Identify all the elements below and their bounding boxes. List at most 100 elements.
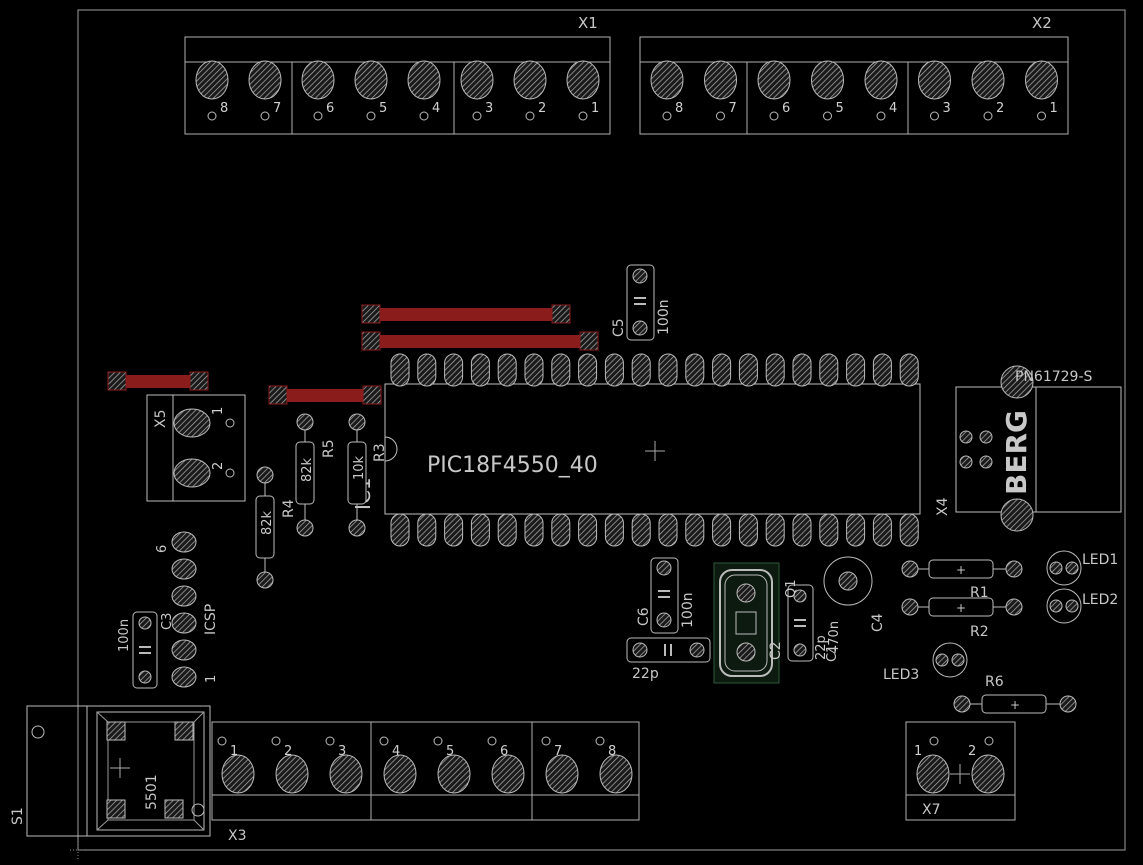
resistor-r2: + R2 bbox=[901, 597, 1023, 640]
ic-pin bbox=[497, 513, 517, 547]
screw-terminal bbox=[1025, 60, 1058, 100]
ic-pin bbox=[470, 353, 490, 387]
ic-pin bbox=[390, 513, 410, 547]
x4-label: X4 bbox=[935, 497, 951, 516]
pin-hole bbox=[433, 736, 443, 746]
ic-pin bbox=[899, 513, 919, 547]
pin-hole bbox=[1037, 111, 1046, 121]
ic-pin bbox=[390, 353, 410, 387]
ic-pin bbox=[524, 513, 544, 547]
screw-terminal bbox=[864, 60, 898, 100]
screw-terminal bbox=[221, 754, 255, 794]
x5-pin-1: 1 bbox=[211, 407, 226, 415]
pin-hole bbox=[217, 736, 227, 746]
crystal-c2: C2 bbox=[713, 562, 784, 684]
ic-pin bbox=[846, 513, 866, 547]
x2-pin-number: 4 bbox=[889, 101, 897, 116]
pin-hole bbox=[541, 736, 551, 746]
screw-terminal bbox=[329, 754, 363, 794]
x3-pin-number: 2 bbox=[284, 744, 292, 759]
ic-pin bbox=[712, 353, 732, 387]
screw-terminal bbox=[650, 60, 684, 100]
copper-traces bbox=[114, 308, 591, 402]
ic-pin bbox=[738, 353, 758, 387]
r2-plus: + bbox=[956, 601, 966, 615]
resistor-r3: 10k R3 bbox=[347, 413, 388, 537]
icsp-header: ICSP 6 1 C3 bbox=[155, 531, 219, 688]
screw-terminal bbox=[757, 60, 791, 100]
screw-terminal bbox=[460, 60, 494, 100]
icsp-pin bbox=[171, 558, 197, 580]
pin-hole bbox=[716, 111, 725, 121]
icsp-pin-1: 1 bbox=[204, 675, 219, 683]
pin-hole bbox=[325, 736, 335, 746]
resistor-r6: + R6 bbox=[953, 674, 1077, 714]
x1-pin-number: 4 bbox=[432, 101, 440, 116]
board-outline bbox=[77, 9, 1126, 851]
ic-pin bbox=[417, 513, 437, 547]
r5-label: R5 bbox=[321, 439, 337, 458]
x2-pin-number: 3 bbox=[943, 101, 951, 116]
pin-hole bbox=[525, 111, 535, 121]
c1-label: C1 bbox=[825, 645, 840, 662]
x2-pin-number: 7 bbox=[729, 101, 737, 116]
icsp-pin bbox=[171, 612, 197, 634]
icsp-pin bbox=[171, 639, 197, 661]
ic-pin bbox=[846, 353, 866, 387]
ic-pin bbox=[470, 513, 490, 547]
x2-pin-number: 5 bbox=[836, 101, 844, 116]
c1-value: 22p bbox=[814, 635, 829, 660]
x1-pin-number: 3 bbox=[485, 101, 493, 116]
pin-hole bbox=[419, 111, 429, 121]
x1-pin-number: 8 bbox=[220, 101, 228, 116]
ic-pin bbox=[497, 353, 517, 387]
x3-pin-number: 7 bbox=[554, 744, 562, 759]
ic-pin bbox=[872, 513, 892, 547]
screw-terminal bbox=[407, 60, 441, 100]
r1-plus: + bbox=[956, 563, 966, 577]
x3-pin-number: 4 bbox=[392, 744, 400, 759]
x1-pin-number: 6 bbox=[326, 101, 334, 116]
icsp-label: ICSP bbox=[203, 604, 219, 635]
x7-pin-2: 2 bbox=[968, 744, 976, 759]
ic-pin bbox=[819, 353, 839, 387]
usb-connector-x4: BERG PN61729-S X4 bbox=[935, 365, 1122, 532]
x1-pin-number: 7 bbox=[273, 101, 281, 116]
pin-hole bbox=[662, 111, 672, 121]
x1-pin-number: 2 bbox=[538, 101, 546, 116]
ic-pin bbox=[631, 513, 651, 547]
berg-logo-text: BERG bbox=[1000, 410, 1033, 495]
pin-hole bbox=[930, 111, 939, 121]
pin-hole bbox=[595, 736, 605, 746]
x3-label: X3 bbox=[228, 828, 247, 844]
c6-label: C6 bbox=[636, 607, 652, 626]
screw-terminal bbox=[704, 60, 737, 100]
ic-pin bbox=[658, 513, 678, 547]
led1-label: LED1 bbox=[1082, 552, 1118, 568]
screw-terminal bbox=[566, 60, 600, 100]
icsp-pin bbox=[171, 531, 197, 553]
x1-pin-number: 5 bbox=[379, 101, 387, 116]
ic-pin bbox=[765, 353, 785, 387]
led3-label: LED3 bbox=[883, 667, 919, 683]
ic-pin bbox=[524, 353, 544, 387]
ic-pic18f4550: PIC18F4550_40 IC1 bbox=[351, 353, 921, 547]
ic-pin bbox=[738, 513, 758, 547]
ic-pin bbox=[712, 513, 732, 547]
ic-pin bbox=[792, 513, 812, 547]
c5-value: 100n bbox=[656, 299, 672, 335]
pin-hole bbox=[487, 736, 497, 746]
pin-hole bbox=[260, 111, 270, 121]
x2-label: X2 bbox=[1032, 14, 1052, 32]
ic-pin bbox=[604, 353, 624, 387]
r5-value: 82k bbox=[300, 457, 315, 482]
pin-hole bbox=[823, 111, 832, 121]
ic-pin bbox=[444, 513, 464, 547]
capacitor-c1: Q1 22p C1 bbox=[784, 579, 840, 662]
pin-hole bbox=[313, 111, 323, 121]
ic-pin bbox=[765, 513, 785, 547]
screw-terminal bbox=[491, 754, 525, 794]
